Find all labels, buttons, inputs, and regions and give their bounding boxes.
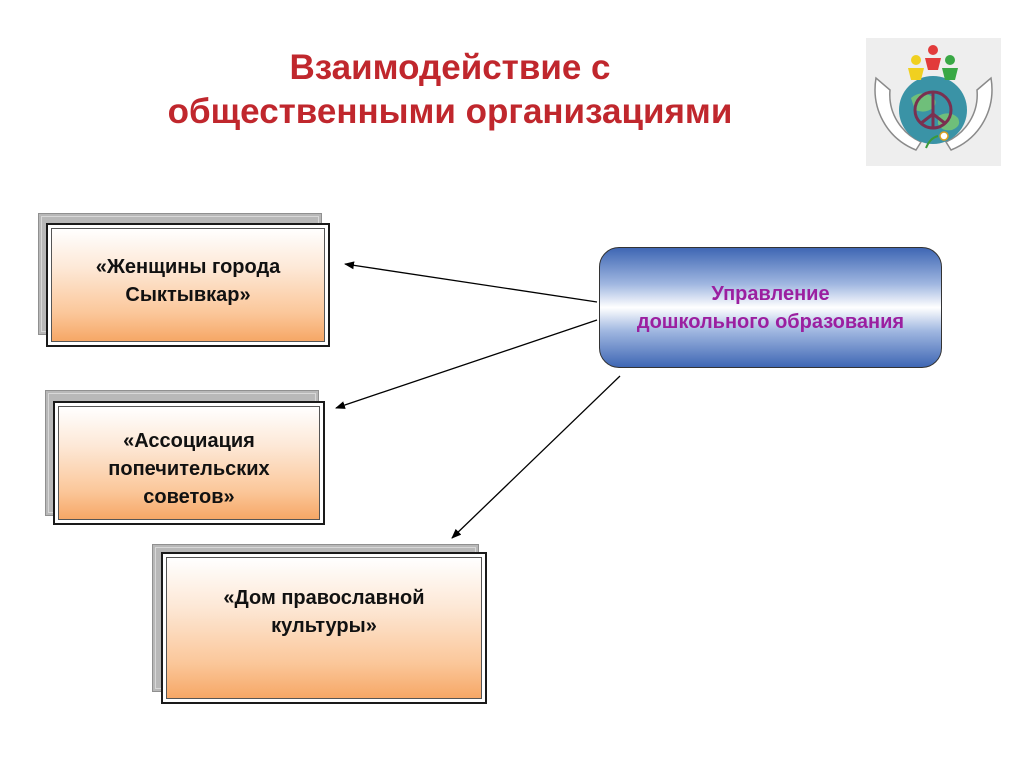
source-label-line-2: дошкольного образования — [636, 310, 905, 333]
slide-title: Взаимодействие с общественными организац… — [100, 46, 800, 134]
org-label-line-1: «Ассоциация — [123, 430, 255, 452]
globe-hands-children-icon — [874, 45, 993, 151]
source-box-education-dept: Управление дошкольного образования — [599, 247, 942, 368]
org-label-line-1: «Женщины города — [95, 256, 281, 278]
arrow-to-women — [344, 261, 598, 303]
logo — [866, 38, 1001, 166]
org-label-line-2: попечительских — [108, 458, 270, 480]
org-box-content: «Ассоциация попечительских советов» — [58, 406, 320, 520]
source-label-line-1: Управление — [711, 282, 830, 305]
title-line-2: общественными организациями — [167, 91, 733, 131]
org-box-frame: «Дом православной культуры» — [161, 552, 487, 704]
org-label-line-2: Сыктывкар» — [125, 284, 251, 306]
arrow-to-association — [335, 319, 598, 409]
org-label-line-3: советов» — [143, 486, 235, 508]
org-box-frame: «Ассоциация попечительских советов» — [53, 401, 325, 525]
title-line-1: Взаимодействие с — [289, 48, 611, 87]
org-box-content: «Женщины города Сыктывкар» — [51, 228, 325, 342]
org-label-line-2: культуры» — [271, 615, 377, 637]
arrow-to-orthodox-culture — [451, 375, 621, 539]
org-label-line-1: «Дом православной — [223, 587, 425, 609]
org-box-frame: «Женщины города Сыктывкар» — [46, 223, 330, 347]
org-box-content: «Дом православной культуры» — [166, 557, 482, 699]
